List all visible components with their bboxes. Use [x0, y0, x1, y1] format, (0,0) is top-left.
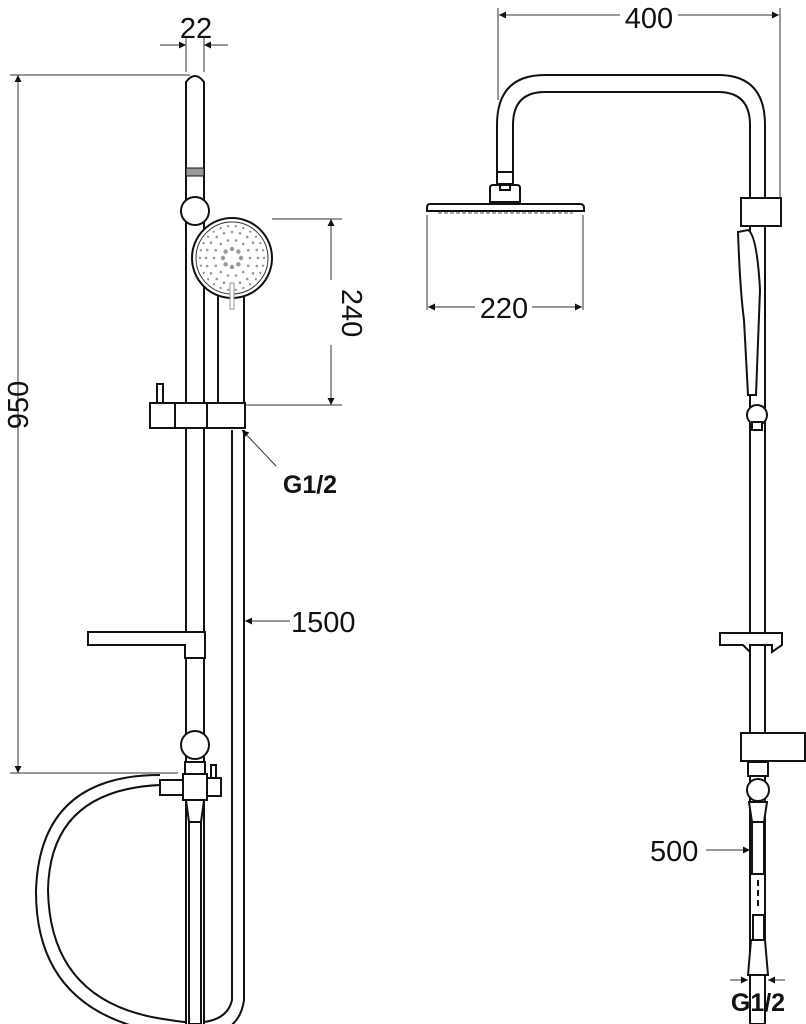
nozzle — [209, 271, 213, 275]
front-view: 22 950 240 G1/2 1500 — [3, 13, 367, 1024]
nozzle — [234, 225, 238, 228]
nozzle — [234, 239, 238, 242]
outlet-pipe — [188, 821, 202, 1024]
hand-shower-handle — [217, 294, 245, 406]
diverter-valve — [182, 773, 208, 801]
top-bracket — [740, 197, 782, 227]
nozzle — [248, 256, 252, 260]
lower-bracket — [740, 732, 806, 762]
nozzle — [238, 255, 244, 261]
slider-bracket — [149, 402, 246, 429]
nozzle — [199, 249, 203, 252]
nozzle — [215, 235, 219, 239]
nozzle — [238, 281, 242, 285]
nozzle — [214, 248, 218, 252]
nozzle — [219, 242, 223, 246]
nozzle — [259, 271, 262, 275]
nozzle — [212, 230, 216, 233]
nozzle — [212, 283, 216, 286]
nozzle — [245, 277, 249, 281]
nozzle — [206, 235, 210, 238]
nozzle — [254, 235, 258, 238]
nozzle — [205, 248, 209, 252]
nozzle — [236, 249, 241, 254]
nozzle — [219, 286, 222, 290]
nozzle — [214, 264, 218, 268]
nozzle — [255, 264, 259, 268]
nozzle — [202, 271, 205, 275]
dim-400: 400 — [625, 3, 673, 35]
rail-ring — [185, 167, 205, 177]
nozzle — [222, 281, 226, 285]
nozzle — [238, 231, 242, 235]
nozzle — [255, 248, 259, 252]
nozzle — [246, 264, 250, 268]
dim-950: 950 — [3, 381, 35, 429]
nozzle — [261, 264, 265, 267]
nozzle — [226, 288, 230, 291]
nozzle — [229, 264, 235, 270]
dim-1500: 1500 — [291, 607, 356, 639]
nozzle — [199, 264, 203, 267]
dim-g12-hand: G1/2 — [283, 471, 337, 499]
nozzle — [259, 241, 262, 245]
nozzle — [251, 241, 255, 245]
nozzle — [236, 262, 241, 267]
dim-240: 240 — [335, 289, 367, 337]
nozzle — [219, 226, 222, 230]
nozzle — [226, 239, 230, 242]
nozzle — [198, 256, 202, 260]
inlet-connector — [746, 939, 770, 976]
dim-22: 22 — [180, 13, 212, 45]
rain-shower-head — [426, 203, 585, 212]
nozzle — [234, 274, 238, 277]
shower-arm — [496, 74, 766, 1024]
nozzle — [222, 231, 226, 235]
soap-dish-side — [719, 632, 783, 655]
nozzle — [220, 255, 226, 261]
lower-knob — [180, 730, 210, 760]
nozzle — [202, 241, 205, 245]
nozzle — [245, 235, 249, 239]
inlet-pipe — [751, 821, 765, 875]
nozzle — [204, 256, 208, 260]
head-connector — [489, 184, 521, 203]
nozzle — [242, 226, 245, 230]
nozzle — [226, 274, 230, 277]
nozzle — [248, 230, 252, 233]
nozzle — [223, 249, 228, 254]
valve-side — [746, 778, 770, 802]
nozzle — [262, 256, 266, 260]
nozzle — [248, 283, 252, 286]
hose — [46, 430, 233, 1024]
hand-shower-side — [736, 228, 762, 396]
nozzle — [254, 278, 258, 281]
nozzle — [251, 271, 255, 275]
top-knob — [180, 196, 210, 226]
dim-g12-inlet: G1/2 — [731, 989, 785, 1017]
nozzle — [256, 256, 260, 260]
nozzle — [229, 246, 235, 252]
nozzle — [241, 270, 245, 274]
side-view: 400 220 500 G1/2 — [426, 3, 806, 1024]
nozzle — [226, 225, 230, 228]
nozzle — [215, 277, 219, 281]
dim-220: 220 — [480, 293, 528, 325]
nozzle — [241, 242, 245, 246]
nozzle — [234, 288, 238, 291]
nozzle — [246, 248, 250, 252]
soap-dish — [87, 631, 206, 659]
dim-500: 500 — [650, 836, 698, 868]
nozzle — [219, 270, 223, 274]
nozzle — [242, 286, 245, 290]
nozzle — [212, 256, 216, 260]
nozzle — [209, 241, 213, 245]
nozzle — [223, 262, 228, 267]
nozzle — [206, 278, 210, 281]
nozzle — [261, 249, 265, 252]
nozzle — [230, 230, 234, 234]
nozzle — [205, 264, 209, 268]
